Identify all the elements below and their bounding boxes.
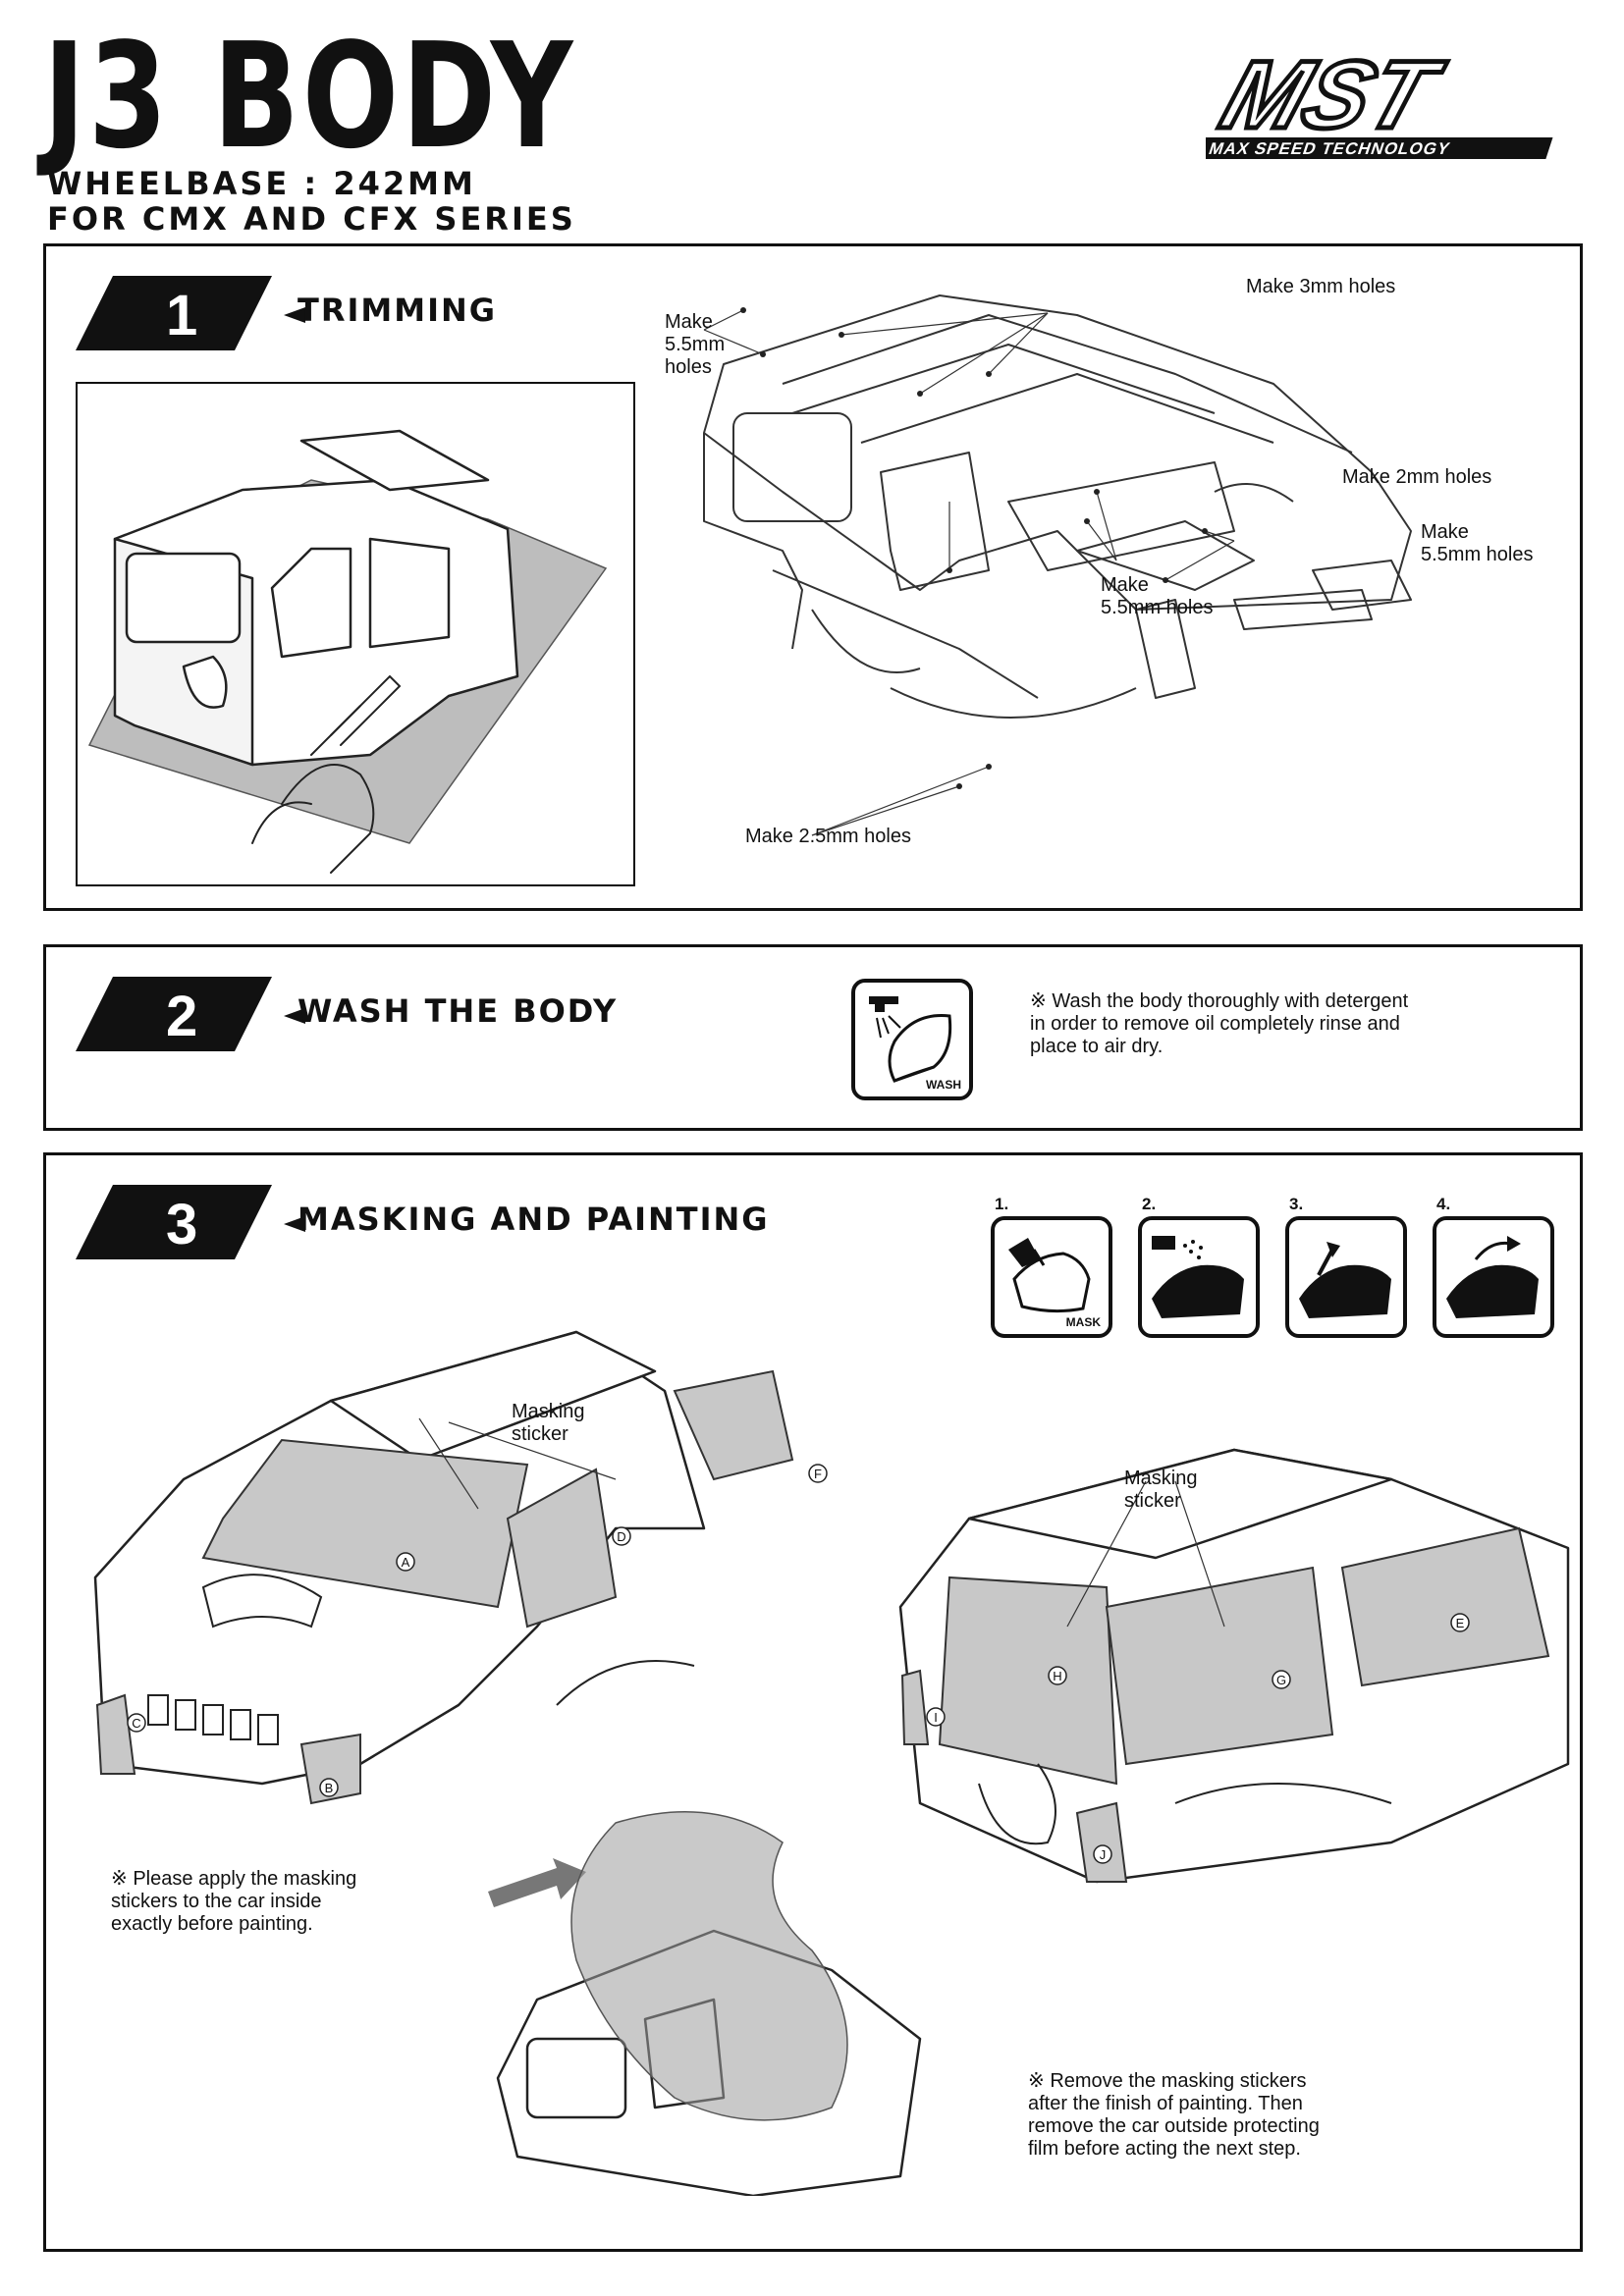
step-3-title: MASKING AND PAINTING: [298, 1201, 770, 1238]
callout-2-5mm: Make 2.5mm holes: [745, 826, 911, 847]
peel-film-illustration: [488, 1811, 922, 2196]
hole-diagram: [703, 294, 1412, 836]
mask-h: [938, 1575, 1118, 1786]
marker-g: G: [1276, 1673, 1286, 1687]
mst-logo: MST MAX SPEED TECHNOLOGY: [1206, 39, 1553, 159]
paint-icon-caption: PAINT: [1213, 1315, 1248, 1329]
trimming-illustration: [76, 382, 635, 886]
remove-masking-note: ※ Remove the masking stickers after the …: [1028, 2070, 1320, 2160]
step-1-badge: 1: [76, 276, 305, 350]
tear-icon: TEAR: [1285, 1216, 1407, 1338]
marker-d: D: [617, 1529, 625, 1544]
step-3-panel: 3 MASKING AND PAINTING 1. MASK 2. PAINT …: [43, 1152, 1583, 2252]
step-1-title: TRIMMING: [298, 292, 498, 329]
series-subtitle: FOR CMX AND CFX SERIES: [47, 200, 576, 238]
marker-f: F: [814, 1467, 822, 1481]
mask-g: [1105, 1566, 1334, 1766]
marker-j: J: [1100, 1847, 1107, 1862]
process-3-number: 3.: [1289, 1195, 1304, 1213]
page-title: J3 BODY: [43, 12, 576, 181]
step-2-panel: 2 WASH THE BODY WASH ※ Wash the body tho…: [43, 944, 1583, 1131]
mask-d: [506, 1468, 618, 1629]
callout-5-5mm-hood: Make 5.5mm holes: [1421, 521, 1534, 565]
mask-j: [1075, 1801, 1128, 1883]
logo-mark: MST: [1210, 41, 1455, 148]
masking-sticker-label-rear: Masking sticker: [1124, 1468, 1198, 1512]
front-body-illustration: A B C D F: [93, 1330, 828, 1805]
marker-a: A: [402, 1555, 410, 1570]
mask-f: [673, 1369, 794, 1481]
wash-instructions: ※ Wash the body thoroughly with detergen…: [1030, 990, 1409, 1057]
step-3-number: 3: [166, 1193, 197, 1256]
marker-e: E: [1456, 1616, 1465, 1630]
masking-note: ※ Please apply the masking stickers to t…: [111, 1868, 357, 1935]
wash-icon: WASH: [851, 979, 973, 1100]
marker-c: C: [132, 1716, 140, 1731]
process-1-number: 1.: [995, 1195, 1009, 1213]
marker-i: I: [934, 1710, 938, 1725]
step-2-number: 2: [166, 985, 197, 1048]
callout-5-5mm-door: Make 5.5mm holes: [1101, 574, 1214, 618]
step-3-badge: 3: [76, 1185, 305, 1259]
peel-icon: PEEL: [1433, 1216, 1554, 1338]
step-2-title: WASH THE BODY: [298, 992, 619, 1030]
mask-c: [95, 1693, 136, 1775]
peel-icon-caption: PEEL: [1511, 1315, 1543, 1329]
mask-i: [900, 1669, 930, 1745]
wash-icon-caption: WASH: [926, 1078, 961, 1092]
marker-h: H: [1053, 1669, 1061, 1683]
masking-sticker-label-front: Masking sticker: [512, 1401, 585, 1445]
paint-icon: PAINT: [1138, 1216, 1260, 1338]
mask-icon: MASK: [991, 1216, 1112, 1338]
callout-3mm: Make 3mm holes: [1246, 276, 1396, 297]
rear-body-illustration: E G H I J: [898, 1448, 1570, 1884]
process-4-number: 4.: [1436, 1195, 1451, 1213]
step-1-panel: 1 TRIMMING: [43, 243, 1583, 911]
tear-icon-caption: TEAR: [1363, 1315, 1395, 1329]
marker-b: B: [325, 1781, 334, 1795]
mask-b: [299, 1733, 361, 1805]
callout-2mm: Make 2mm holes: [1342, 466, 1492, 488]
step-1-number: 1: [166, 284, 197, 347]
mask-icon-caption: MASK: [1065, 1315, 1101, 1329]
callout-5-5mm-roof: Make 5.5mm holes: [665, 311, 726, 378]
mask-e: [1340, 1526, 1550, 1687]
step-2-badge: 2: [76, 977, 305, 1051]
wheelbase-subtitle: WHEELBASE : 242MM: [47, 165, 476, 202]
logo-tagline: MAX SPEED TECHNOLOGY: [1207, 138, 1453, 157]
process-2-number: 2.: [1142, 1195, 1157, 1213]
